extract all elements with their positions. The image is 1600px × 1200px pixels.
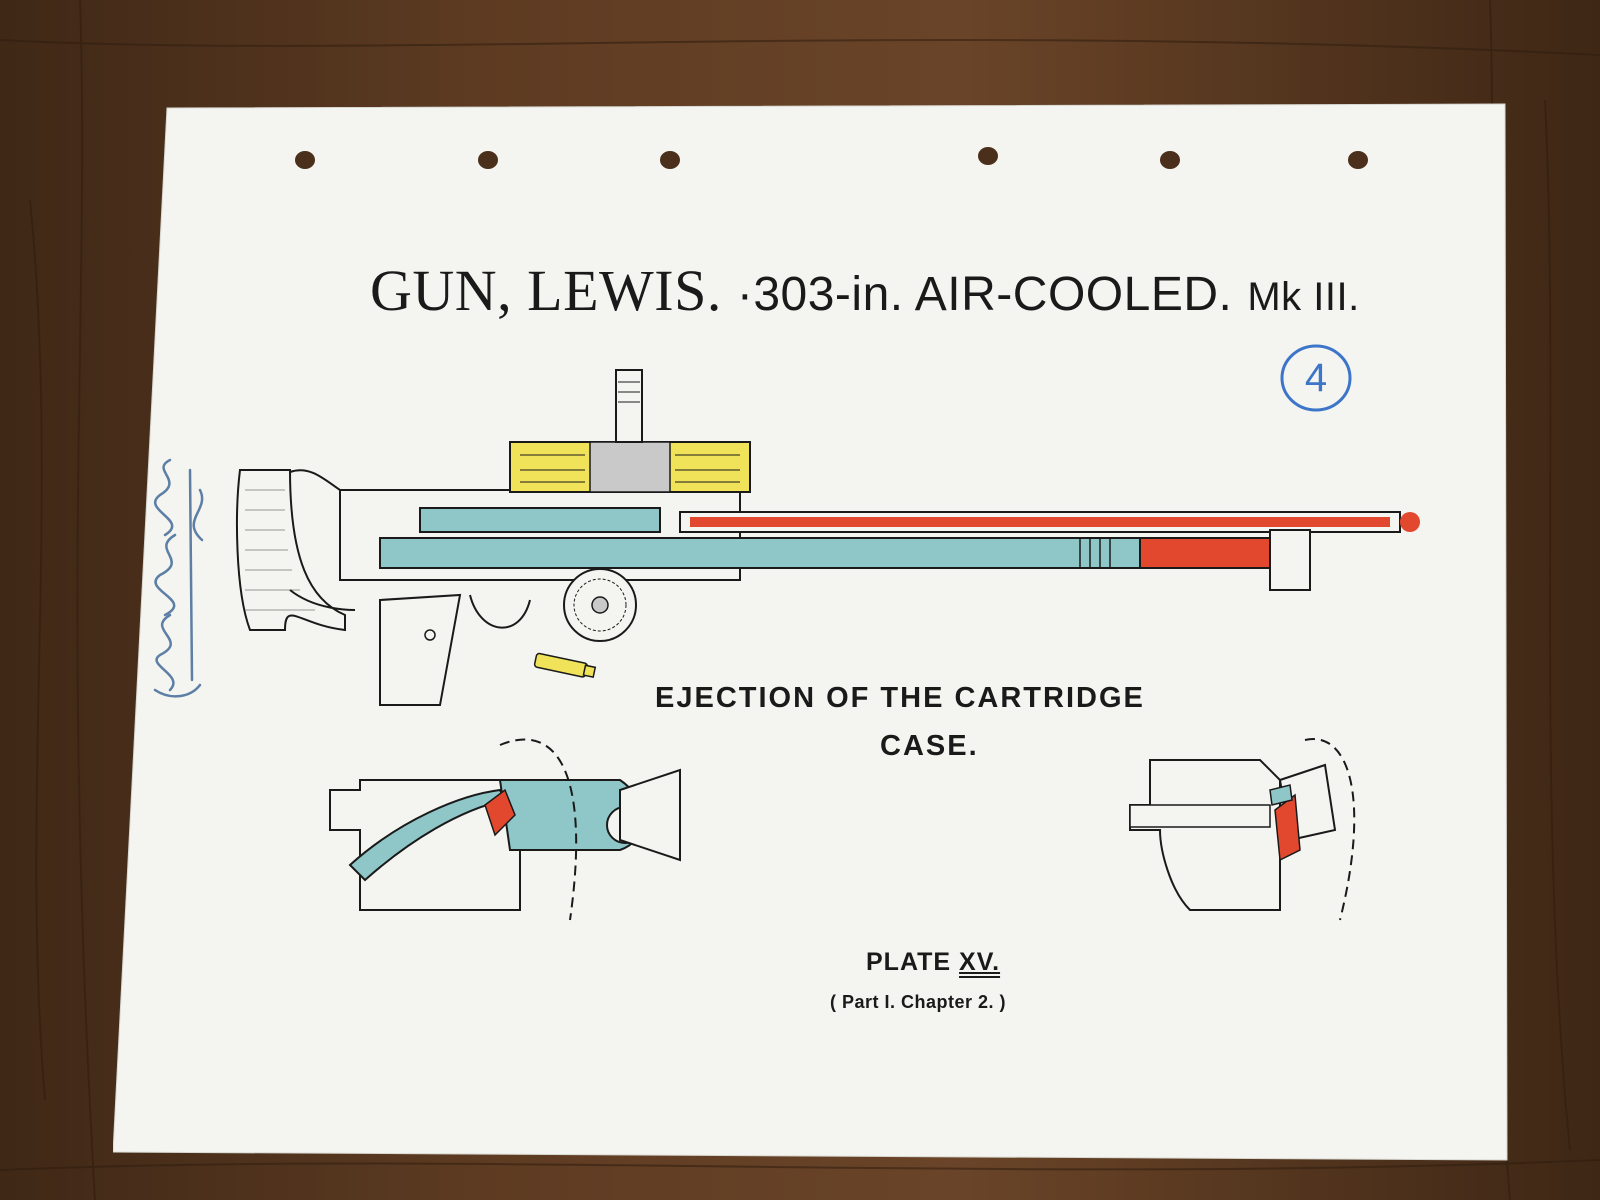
pan-magazine <box>509 369 751 493</box>
ejector-detail-left <box>329 738 681 921</box>
circled-number-ring <box>1280 344 1352 412</box>
punch-hole <box>660 151 680 169</box>
barrel <box>679 511 1420 533</box>
page-title: GUN, LEWIS. ·303-in. AIR-COOLED. Mk III. <box>370 257 1390 324</box>
plate-label: PLATE XV. <box>866 948 1000 977</box>
title-calibre: ·303-in. AIR-COOLED. <box>736 268 1233 321</box>
circled-number: 4 <box>1304 356 1328 400</box>
gas-piston <box>379 529 1311 591</box>
punch-hole <box>1160 151 1180 169</box>
punch-hole <box>978 147 998 165</box>
caption-line-1: EJECTION OF THE CARTRIDGE <box>655 682 1145 714</box>
bolt <box>419 507 661 533</box>
punch-hole <box>1348 151 1368 169</box>
title-mark: Mk III. <box>1247 275 1360 319</box>
plate-prefix: PLATE <box>866 948 952 976</box>
title-gun-name: GUN, LEWIS. <box>370 258 722 323</box>
plate-number: XV. <box>959 948 1001 976</box>
chapter-reference: ( Part I. Chapter 2. ) <box>830 992 1007 1012</box>
punch-hole <box>295 151 315 169</box>
caption-line-2: CASE. <box>880 730 979 762</box>
handwritten-signature <box>153 458 204 698</box>
butt-stock <box>236 469 356 632</box>
punch-hole <box>478 151 498 169</box>
ejector-detail-right <box>1129 738 1356 921</box>
lewis-gun-sectional-diagram <box>236 369 1420 706</box>
pistol-grip <box>379 593 531 706</box>
clock-spring-drum <box>563 568 637 642</box>
ejected-cartridge <box>533 652 597 679</box>
